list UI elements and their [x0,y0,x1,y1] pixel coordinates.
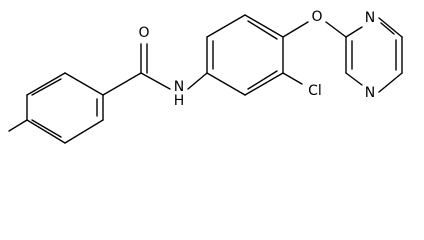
ether-bond [282,21,309,38]
pyrimidine-nitrogen-lower-label: N [365,85,375,101]
double-bond-inner [31,119,62,138]
bond [206,14,246,38]
bond [345,72,363,86]
bond [187,72,208,90]
chlorophenyl-ring [206,14,284,96]
double-bond-inner [247,70,278,90]
bond [26,119,66,144]
bond [102,72,142,96]
double-bond-inner [380,22,395,35]
ether-oxygen-label: O [311,9,322,25]
chlorine-label: Cl [308,83,322,99]
bond [26,72,66,96]
bond [345,26,363,38]
chlorine-bond [282,72,303,85]
bond [64,119,104,144]
amide-bond [140,72,171,90]
bond [206,72,246,96]
ether-bond [325,21,347,38]
bond [378,17,403,38]
molecule-structure-diagram: O N H O Cl N N [8,9,403,144]
double-bond-inner [31,78,62,96]
bond [64,72,104,96]
pyrimidine-nitrogen-upper-label: N [365,10,375,26]
toluene-ring [26,72,104,144]
methyl-bond [8,119,28,132]
amide-nitrogen-label: N [174,79,184,95]
bond [244,14,284,38]
double-bond-inner [247,20,278,40]
bond [378,72,403,93]
bond [244,72,284,96]
pyrimidine-ring [345,17,403,93]
carbonyl-oxygen-label: O [138,25,149,41]
amide-hydrogen-label: H [174,93,185,109]
